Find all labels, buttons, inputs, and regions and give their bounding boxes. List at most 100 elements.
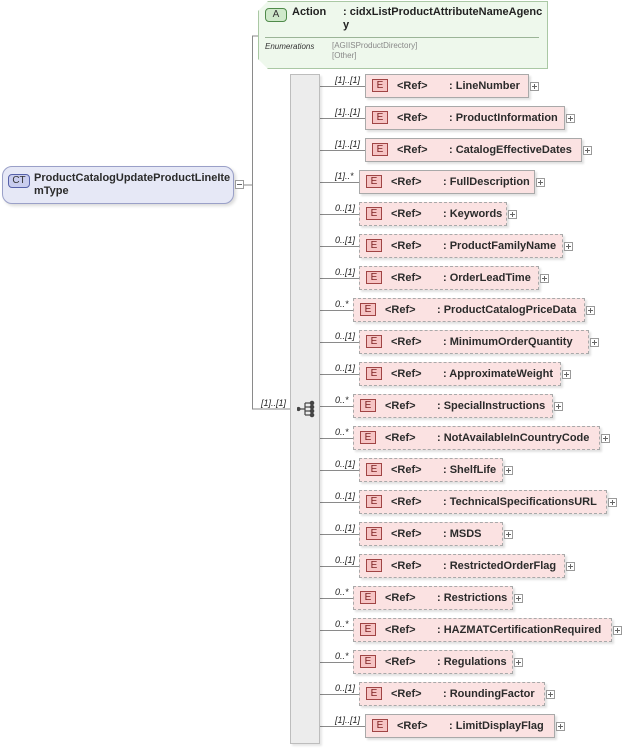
sequence-icon[interactable] xyxy=(297,400,315,418)
element-card[interactable]: E<Ref>: SpecialInstructions xyxy=(353,394,553,418)
element-card[interactable]: E<Ref>: RestrictedOrderFlag xyxy=(359,554,565,578)
attribute-badge-icon: A xyxy=(265,8,287,22)
expand-icon[interactable] xyxy=(566,562,575,571)
expand-icon[interactable] xyxy=(583,146,592,155)
element-card[interactable]: E <Ref> : OrderLeadTime xyxy=(359,266,539,290)
complex-type-name: ProductCatalogUpdateProductLineItemType xyxy=(34,172,231,197)
element-multiplicity: 0..[1] xyxy=(335,523,356,533)
expand-icon[interactable] xyxy=(613,626,622,635)
expand-icon[interactable] xyxy=(556,722,565,731)
element-ref-label: <Ref> xyxy=(397,720,428,732)
element-card[interactable]: E<Ref>: TechnicalSpecificationsURL xyxy=(359,490,607,514)
expand-icon[interactable] xyxy=(601,434,610,443)
element-name: : LineNumber xyxy=(449,80,520,92)
element-card[interactable]: E <Ref> : FullDescription xyxy=(359,170,535,194)
element-badge-icon: E xyxy=(366,271,382,284)
element-badge-icon: E xyxy=(372,719,388,732)
element-ref-label: <Ref> xyxy=(397,80,428,92)
element-card[interactable]: E<Ref>: CatalogEffectiveDates xyxy=(365,138,582,162)
complex-type-box[interactable]: CT ProductCatalogUpdateProductLineItemTy… xyxy=(2,166,234,204)
element-ref-label: <Ref> xyxy=(391,176,422,188)
element-ref-label: <Ref> xyxy=(391,240,422,252)
element-ref-label: <Ref> xyxy=(391,336,422,348)
enumeration-values: [AGIISProductDirectory] [Other] xyxy=(332,41,417,61)
element-card[interactable]: E<Ref>: LineNumber xyxy=(365,74,529,98)
element-badge-icon: E xyxy=(366,335,382,348)
element-name: : CatalogEffectiveDates xyxy=(449,144,572,156)
element-ref-label: <Ref> xyxy=(397,112,428,124)
element-card[interactable]: E<Ref>: ProductFamilyName xyxy=(359,234,563,258)
element-card[interactable]: E<Ref>: ProductCatalogPriceData xyxy=(353,298,585,322)
element-badge-icon: E xyxy=(366,527,382,540)
expand-icon[interactable] xyxy=(590,338,599,347)
element-card[interactable]: E<Ref>: Regulations xyxy=(353,650,513,674)
expand-icon[interactable] xyxy=(608,498,617,507)
element-multiplicity: [1]..[1] xyxy=(335,107,361,117)
element-multiplicity: 0..* xyxy=(335,651,349,661)
expand-icon[interactable] xyxy=(566,114,575,123)
element-ref-label: <Ref> xyxy=(385,624,416,636)
element-multiplicity: 0..[1] xyxy=(335,331,356,341)
element-ref-label: <Ref> xyxy=(391,528,422,540)
element-multiplicity: 0..[1] xyxy=(335,491,356,501)
element-card[interactable]: E<Ref>: MinimumOrderQuantity xyxy=(359,330,589,354)
expand-icon[interactable] xyxy=(540,274,549,283)
element-name: : ProductInformation xyxy=(449,112,558,124)
element-badge-icon: E xyxy=(360,431,376,444)
attribute-divider xyxy=(265,37,539,38)
element-badge-icon: E xyxy=(366,239,382,252)
element-multiplicity: 0..* xyxy=(335,299,349,309)
element-badge-icon: E xyxy=(360,623,376,636)
element-name: : TechnicalSpecificationsURL xyxy=(443,496,597,508)
element-ref-label: <Ref> xyxy=(391,272,422,284)
element-badge-icon: E xyxy=(372,143,388,156)
expand-icon[interactable] xyxy=(564,242,573,251)
element-multiplicity: [1]..* xyxy=(335,171,354,181)
expand-icon[interactable] xyxy=(514,594,523,603)
element-multiplicity: 0..[1] xyxy=(335,267,356,277)
expand-icon[interactable] xyxy=(586,306,595,315)
element-multiplicity: 0..* xyxy=(335,427,349,437)
element-multiplicity: 0..* xyxy=(335,587,349,597)
element-name: : Restrictions xyxy=(437,592,508,604)
element-ref-label: <Ref> xyxy=(385,592,416,604)
element-badge-icon: E xyxy=(366,175,382,188)
element-badge-icon: E xyxy=(360,655,376,668)
element-name: : SpecialInstructions xyxy=(437,400,546,412)
element-card[interactable]: E<Ref>: Keywords xyxy=(359,202,507,226)
expand-icon[interactable] xyxy=(504,530,513,539)
expand-icon[interactable] xyxy=(554,402,563,411)
element-multiplicity: [1]..[1] xyxy=(335,139,361,149)
element-name: : FullDescription xyxy=(443,176,530,188)
element-badge-icon: E xyxy=(366,463,382,476)
element-name: : NotAvailableInCountryCode xyxy=(437,432,590,444)
collapse-icon[interactable] xyxy=(235,180,244,189)
expand-icon[interactable] xyxy=(536,178,545,187)
element-name: : OrderLeadTime xyxy=(443,272,531,284)
element-card[interactable]: E<Ref>: LimitDisplayFlag xyxy=(365,714,555,738)
element-multiplicity: [1]..[1] xyxy=(335,715,361,725)
expand-icon[interactable] xyxy=(514,658,523,667)
element-card[interactable]: E<Ref>: MSDS xyxy=(359,522,503,546)
sequence-multiplicity: [1]..[1] xyxy=(261,398,287,408)
expand-icon[interactable] xyxy=(546,690,555,699)
element-card[interactable]: E<Ref>: ShelfLife xyxy=(359,458,503,482)
expand-icon[interactable] xyxy=(504,466,513,475)
element-badge-icon: E xyxy=(360,303,376,316)
expand-icon[interactable] xyxy=(508,210,517,219)
element-ref-label: <Ref> xyxy=(391,688,422,700)
expand-icon[interactable] xyxy=(530,82,539,91)
element-card[interactable]: E<Ref>: ProductInformation xyxy=(365,106,565,130)
element-card[interactable]: E<Ref>: NotAvailableInCountryCode xyxy=(353,426,600,450)
enumeration-value: [Other] xyxy=(332,51,357,60)
element-card[interactable]: E<Ref>: RoundingFactor xyxy=(359,682,545,706)
element-card[interactable]: E<Ref>: HAZMATCertificationRequired xyxy=(353,618,612,642)
element-card[interactable]: E<Ref>: Restrictions xyxy=(353,586,513,610)
enumerations-label: Enumerations xyxy=(265,42,315,51)
element-badge-icon: E xyxy=(366,687,382,700)
element-multiplicity: 0..[1] xyxy=(335,683,356,693)
element-card[interactable]: E<Ref>: ApproximateWeight xyxy=(359,362,561,386)
attribute-box[interactable]: A Action : cidxListProductAttributeNameA… xyxy=(258,1,548,69)
expand-icon[interactable] xyxy=(562,370,571,379)
